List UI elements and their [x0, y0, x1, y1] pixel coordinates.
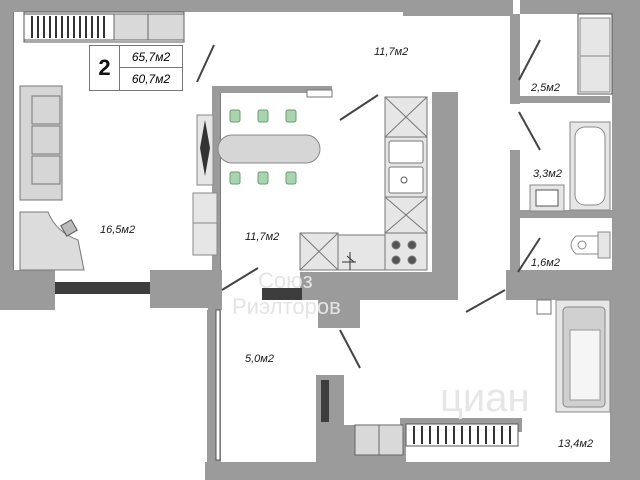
radiator-top — [23, 13, 185, 41]
watermark-agency-line2: Риэлторов — [232, 294, 341, 319]
area-toilet: 1,6м2 — [531, 257, 560, 269]
washing-machine — [529, 184, 565, 212]
desk — [19, 211, 85, 271]
wall-edges — [13, 12, 221, 270]
wardrobe — [555, 299, 611, 413]
kitchen-counter — [299, 96, 428, 271]
area-kitchen: 11,7м2 — [245, 231, 280, 243]
area-hall: 11,7м2 — [374, 46, 409, 58]
total-area: 65,7м2 — [120, 46, 182, 68]
radiator-bedroom — [354, 423, 519, 456]
area-living-room: 16,5м2 — [100, 224, 136, 236]
toilet — [570, 231, 611, 259]
area-bathroom: 3,3м2 — [533, 168, 562, 180]
room-count: 2 — [90, 46, 120, 90]
radiator-living — [55, 282, 150, 294]
radiator-hall — [262, 288, 302, 300]
bathtub — [569, 121, 611, 211]
watermark-agency-line1: Союз — [258, 268, 313, 293]
area-bedroom: 13,4м2 — [558, 438, 594, 450]
closet-shelves — [579, 17, 611, 93]
area-closet: 2,5м2 — [531, 82, 560, 94]
living-area: 60,7м2 — [131, 72, 171, 86]
doors — [196, 39, 541, 369]
door-jambs — [306, 89, 552, 315]
apartment-info-box: 2 65,7м2 60,7м2 — [89, 45, 183, 91]
kitchen-left-cabinets — [192, 192, 218, 256]
sofa — [19, 85, 63, 201]
area-loggia: 5,0м2 — [245, 353, 274, 365]
radiator-loggia — [321, 380, 329, 422]
watermark-brand: циан — [440, 376, 530, 420]
dining-area — [196, 109, 321, 186]
